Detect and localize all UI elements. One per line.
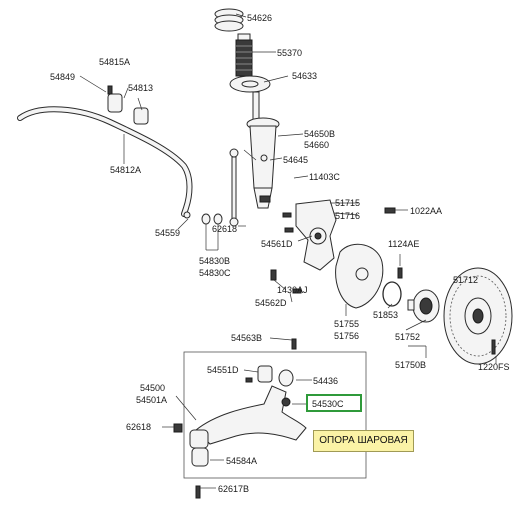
misc-bolts: [270, 207, 403, 350]
steering-knuckle: [282, 199, 337, 271]
stabilizer-hardware: [107, 85, 223, 225]
label-54849: 54849: [50, 72, 76, 82]
label-54633: 54633: [292, 71, 318, 81]
label-54559: 54559: [155, 228, 181, 238]
label-54500: 54500: [140, 383, 166, 393]
label-54501A: 54501A: [136, 395, 168, 405]
label-51756: 51756: [334, 331, 360, 341]
label-54436: 54436: [313, 376, 339, 386]
label-54530C: 54530C: [312, 399, 344, 409]
coil-spring: [214, 8, 244, 32]
label-62617B: 62617B: [218, 484, 250, 494]
label-54561D: 54561D: [261, 239, 293, 249]
label-51715: 51715: [335, 198, 361, 208]
lower-arm-box: [183, 351, 367, 479]
lower-arm: [173, 365, 307, 499]
label-51712: 51712: [453, 275, 479, 285]
label-54815A: 54815A: [99, 57, 131, 67]
label-54626: 54626: [247, 13, 273, 23]
ball-joint-callout: ОПОРА ШАРОВАЯ: [313, 430, 414, 452]
hub-bearing: [407, 289, 440, 323]
strut-assembly: [243, 91, 280, 209]
label-62618-top: 62618: [212, 224, 238, 234]
label-51853: 51853: [373, 310, 399, 320]
label-1220FS: 1220FS: [478, 362, 510, 372]
snap-ring: [382, 281, 402, 307]
label-1124AE: 1124AE: [388, 239, 420, 249]
label-11403C: 11403C: [309, 172, 340, 182]
label-55370: 55370: [277, 48, 303, 58]
label-1430AJ: 1430AJ: [277, 285, 308, 295]
dust-shield: [335, 243, 384, 309]
label-54562D: 54562D: [255, 298, 287, 308]
hub-bolts: [491, 339, 496, 355]
label-51752: 51752: [395, 332, 421, 342]
label-51755: 51755: [334, 319, 360, 329]
stabilizer-bar: [17, 93, 193, 217]
label-51750B: 51750B: [395, 360, 427, 370]
label-54812A: 54812A: [110, 165, 142, 175]
label-54645: 54645: [283, 155, 309, 165]
label-54830C: 54830C: [199, 268, 231, 278]
label-54813: 54813: [128, 83, 154, 93]
label-54650B: 54650B: [304, 129, 336, 139]
label-54563B: 54563B: [231, 333, 263, 343]
label-54584A: 54584A: [226, 456, 258, 466]
label-1022AA: 1022AA: [410, 206, 443, 216]
stabilizer-link: [229, 148, 239, 227]
spring-seat: [229, 75, 271, 93]
part-highlight-box: [306, 394, 362, 412]
leader-lines: [79, 13, 497, 489]
label-54551D: 54551D: [207, 365, 239, 375]
label-54830B: 54830B: [199, 256, 231, 266]
label-62618-bottom: 62618: [126, 422, 152, 432]
bump-stopper: [235, 33, 253, 77]
label-51716: 51716: [335, 211, 361, 221]
label-54660: 54660: [304, 140, 330, 150]
